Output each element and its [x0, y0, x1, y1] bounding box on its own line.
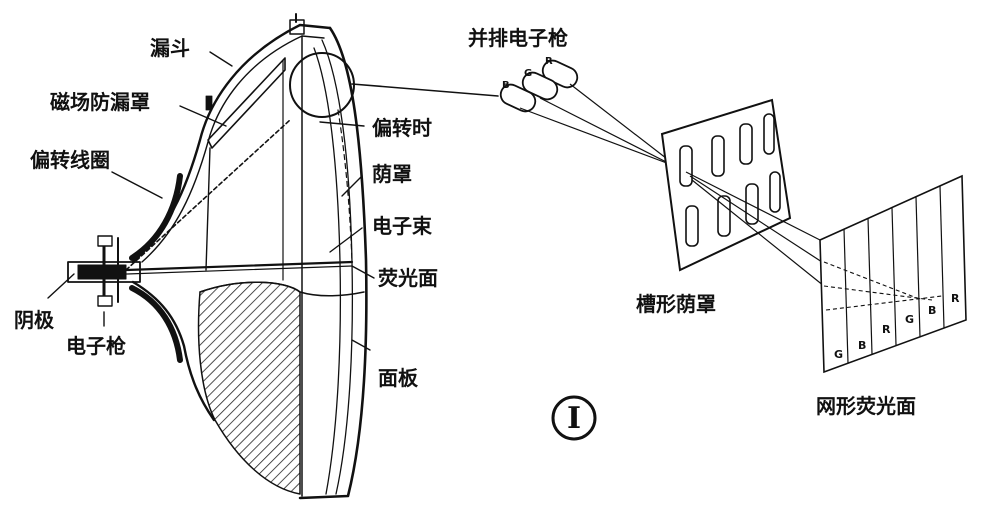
stripe-screen-panel — [819, 174, 967, 374]
magnetic-shield-panel — [207, 57, 286, 149]
label-shadow-mask: 荫罩 — [372, 162, 412, 186]
gun-cylinder-b — [499, 83, 537, 113]
stripe-dashed — [823, 261, 943, 311]
slot-mask — [660, 98, 792, 272]
label-faceplate: 面板 — [378, 366, 418, 390]
label-electron-gun: 电子枪 — [66, 334, 126, 358]
inline-guns — [499, 59, 579, 113]
crt-tube — [47, 13, 499, 500]
stripe-letter-5: B — [928, 304, 936, 317]
funnel-lower — [131, 280, 216, 422]
label-inline-guns: 并排电子枪 — [468, 26, 568, 50]
label-phosphor-screen: 荧光面 — [378, 266, 438, 290]
stripe-screen — [819, 174, 967, 374]
label-slot-mask: 槽形荫罩 — [636, 292, 716, 316]
stripe-letter-4: G — [905, 313, 914, 326]
faceplate-hatched-section — [197, 281, 301, 495]
gun-flange-bottom — [97, 295, 113, 307]
phosphor-edge — [199, 281, 365, 297]
label-stripe-screen: 网形荧光面 — [816, 394, 916, 418]
shield-clip — [205, 95, 213, 111]
deflection-coil-lower — [129, 285, 183, 363]
magnify-circle — [289, 52, 355, 118]
gun-letter-b: B — [502, 80, 510, 91]
stripe-dividers — [843, 185, 945, 364]
funnel-inner — [141, 35, 325, 263]
electron-beam-deflected — [125, 119, 291, 271]
stripe-letter-3: R — [882, 323, 891, 336]
electron-beam-main — [124, 260, 354, 272]
figure-number-circle — [551, 395, 597, 441]
stripe-letter-6: R — [951, 292, 960, 305]
stripe-letter-1: G — [834, 348, 843, 361]
figure-number: I — [567, 401, 581, 436]
gun-flange — [97, 235, 113, 247]
label-funnel: 漏斗 — [150, 36, 190, 60]
mask-beams — [685, 171, 825, 287]
label-electron-beam: 电子束 — [372, 214, 432, 238]
leader-lines — [47, 51, 375, 351]
stripe-letter-2: B — [858, 339, 866, 352]
electron-beam-2 — [125, 265, 353, 275]
deflection-coil-upper — [129, 173, 183, 261]
electron-gun-body — [77, 264, 127, 280]
label-deflection-coil: 偏转线圈 — [30, 148, 110, 172]
faceplate-inner-curve-2 — [313, 47, 342, 495]
gun-letter-r: R — [545, 56, 553, 67]
label-magnetic-shield: 磁场防漏罩 — [50, 90, 150, 114]
magnify-connector — [351, 83, 499, 97]
faceplate-outline — [298, 26, 368, 500]
gun-letter-g: G — [524, 68, 532, 79]
label-cathode: 阴极 — [14, 308, 54, 332]
shadow-mask-curve — [337, 109, 353, 263]
label-deflection-time: 偏转时 — [372, 116, 432, 140]
magnetic-shield-line — [205, 147, 211, 271]
